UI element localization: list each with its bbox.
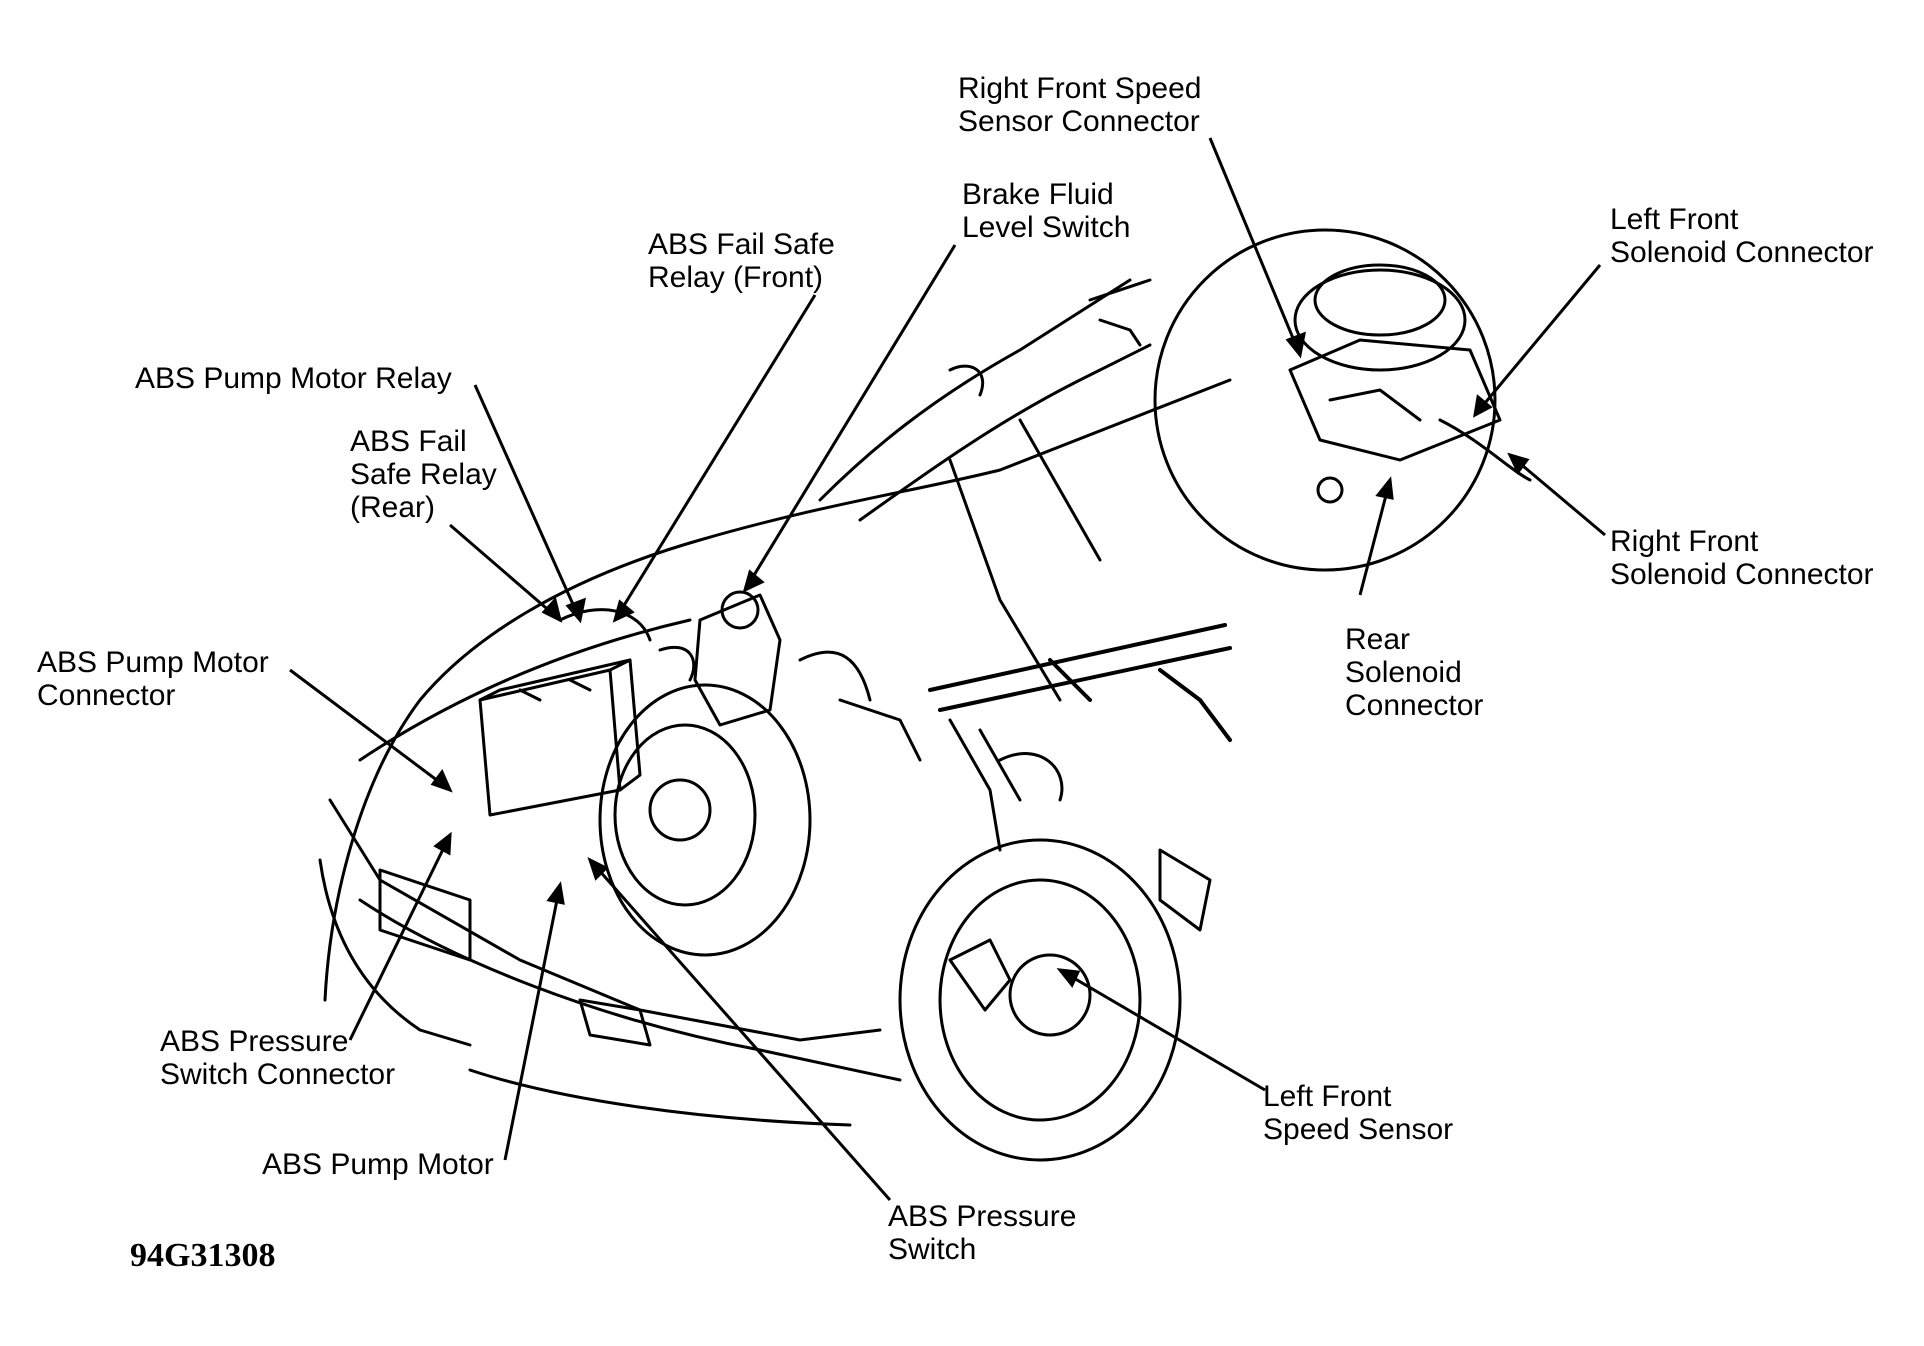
label-line: ABS Pressure: [888, 1200, 1077, 1233]
label-line: (Rear): [350, 491, 436, 524]
label-line: Rear: [1345, 623, 1411, 656]
label-line: Solenoid Connector: [1610, 558, 1874, 591]
label-rear-solenoid-connector: Rear Solenoid Connector: [1345, 623, 1483, 722]
label-line: ABS Pressure: [160, 1025, 349, 1058]
label-abs-pump-motor-connector: ABS Pump Motor Connector: [37, 646, 269, 712]
label-line: Sensor Connector: [958, 105, 1200, 138]
label-line: Level Switch: [962, 211, 1131, 244]
figure-id: 94G31308: [130, 1237, 276, 1274]
detail-inset: [1153, 228, 1532, 572]
label-line: Safe Relay: [350, 458, 497, 491]
label-line: Connector: [1345, 689, 1484, 722]
label-line: ABS Fail Safe: [648, 228, 835, 261]
frame-rail: [928, 623, 1232, 742]
brake-booster: [598, 683, 812, 957]
leader-lines: [289, 137, 1606, 1201]
label-line: Right Front: [1610, 525, 1759, 558]
label-right-front-solenoid-connector: Right Front Solenoid Connector: [1610, 525, 1874, 591]
label-line: Switch Connector: [160, 1058, 396, 1091]
left-front-wheel: [898, 838, 1182, 1162]
label-line: Brake Fluid: [962, 178, 1114, 211]
label-abs-pump-motor-relay: ABS Pump Motor Relay: [135, 362, 452, 395]
label-left-front-speed-sensor: Left Front Speed Sensor: [1263, 1080, 1453, 1146]
label-brake-fluid-level-switch: Brake Fluid Level Switch: [962, 178, 1130, 244]
label-line: Relay (Front): [648, 261, 824, 294]
label-line: Switch: [888, 1233, 977, 1266]
front-strut: [948, 718, 1212, 932]
label-abs-fail-safe-relay-front: ABS Fail Safe Relay (Front): [648, 228, 835, 294]
label-line: ABS Pump Motor: [37, 646, 269, 679]
abs-actuator: [558, 590, 922, 762]
label-abs-pump-motor: ABS Pump Motor: [262, 1148, 494, 1181]
label-line: ABS Pump Motor Relay: [135, 362, 452, 395]
label-abs-pressure-switch-connector: ABS Pressure Switch Connector: [160, 1025, 395, 1091]
label-line: ABS Fail: [350, 425, 467, 458]
label-left-front-solenoid-connector: Left Front Solenoid Connector: [1610, 203, 1874, 269]
label-right-front-speed-sensor-connector: Right Front Speed Sensor Connector: [958, 72, 1201, 138]
label-abs-pressure-switch: ABS Pressure Switch: [888, 1200, 1076, 1266]
label-line: Connector: [37, 679, 176, 712]
label-line: Left Front: [1610, 203, 1739, 236]
car-body-outline: [318, 378, 1232, 1127]
label-line: Speed Sensor: [1263, 1113, 1454, 1146]
battery: [478, 658, 642, 817]
label-line: Solenoid Connector: [1610, 236, 1874, 269]
label-line: Right Front Speed: [958, 72, 1202, 105]
label-line: Left Front: [1263, 1080, 1392, 1113]
label-line: ABS Pump Motor: [262, 1148, 494, 1181]
hood-and-windshield: [818, 278, 1152, 702]
label-abs-fail-safe-relay-rear: ABS Fail Safe Relay (Rear): [350, 425, 497, 524]
label-line: Solenoid: [1345, 656, 1462, 689]
